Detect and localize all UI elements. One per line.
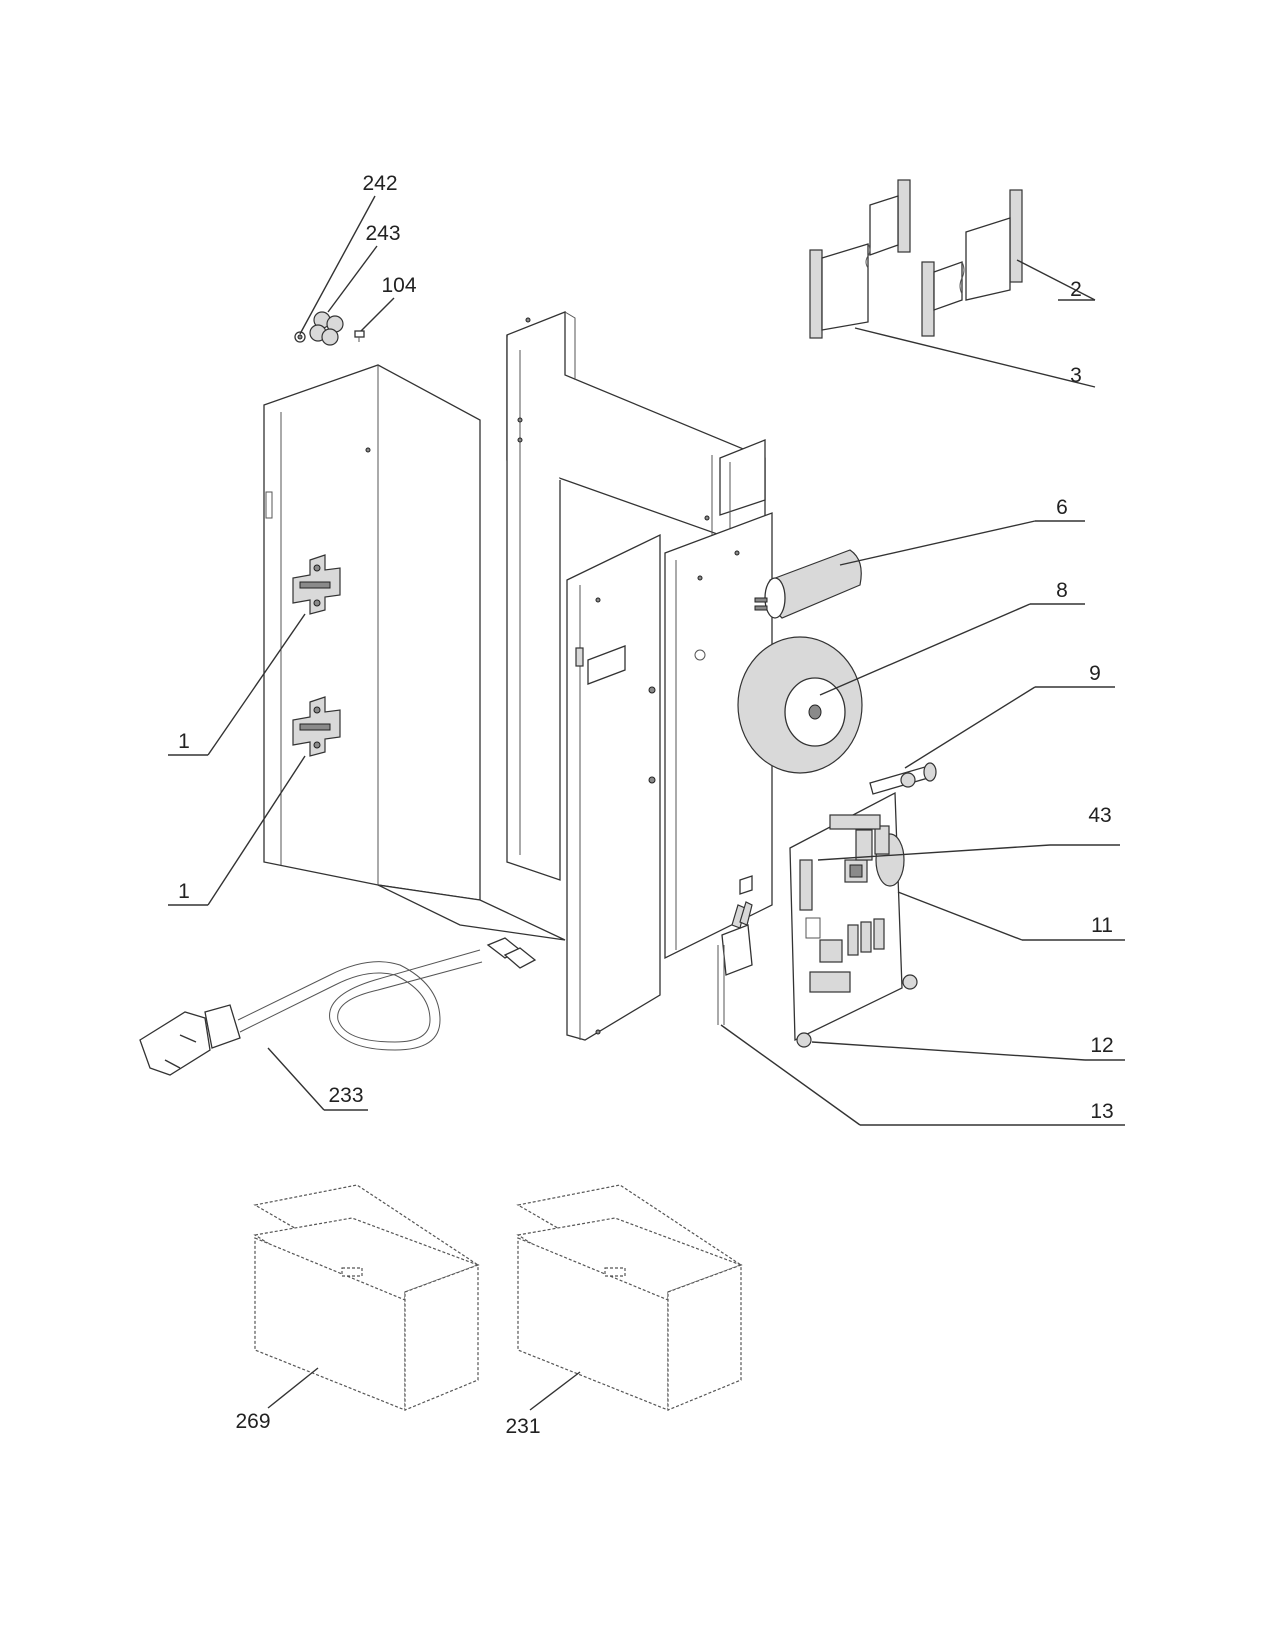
callout-1-lower: 1	[178, 880, 190, 903]
callout-9: 9	[1089, 662, 1101, 685]
part-3-ribbon-cable	[809, 179, 911, 339]
callout-labels: 242 243 104 2 3 6 8 9 43 11 12 13 1 1 23…	[178, 172, 1114, 1438]
part-231-battery	[516, 1184, 743, 1411]
hinge-bracket-lower	[292, 696, 341, 757]
part-242-nut	[294, 331, 306, 343]
callout-233: 233	[328, 1084, 363, 1107]
leader-lines	[168, 195, 1125, 1411]
part-243-washer-cluster	[309, 311, 344, 346]
back-mounting-plate	[664, 512, 773, 960]
hinge-bracket-upper	[292, 554, 341, 615]
callout-6: 6	[1056, 496, 1068, 519]
callout-243: 243	[365, 222, 400, 245]
callout-3: 3	[1070, 364, 1082, 387]
callout-269: 269	[235, 1410, 270, 1433]
callout-43: 43	[1088, 804, 1111, 827]
part-9-bolt	[869, 762, 937, 795]
part-13-connector	[717, 901, 753, 1025]
part-8-toroidal-transformer	[737, 636, 863, 774]
part-269-battery	[253, 1184, 480, 1411]
callout-12: 12	[1090, 1034, 1113, 1057]
callout-8: 8	[1056, 579, 1068, 602]
left-side-panel	[263, 364, 566, 941]
callout-242: 242	[362, 172, 397, 195]
part-43-control-board	[789, 791, 905, 1042]
callout-104: 104	[381, 274, 416, 297]
part-233-power-cord	[139, 937, 537, 1076]
callout-2: 2	[1070, 278, 1082, 301]
part-2-ribbon-cable	[921, 189, 1023, 337]
callout-11: 11	[1091, 914, 1113, 937]
part-6-capacitor	[754, 549, 862, 619]
rear-channel-frame	[506, 311, 766, 881]
callout-231: 231	[505, 1415, 540, 1438]
part-104-screw	[354, 330, 365, 342]
callout-13: 13	[1090, 1100, 1113, 1123]
callout-1-upper: 1	[178, 730, 190, 753]
part-12-nuts	[796, 772, 918, 1048]
front-door-panel	[566, 533, 661, 1041]
